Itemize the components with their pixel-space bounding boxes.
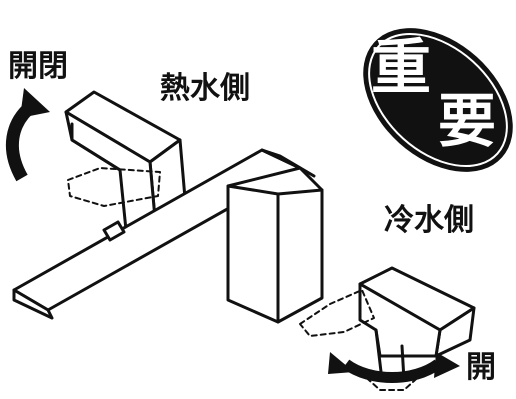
important-badge — [363, 28, 513, 172]
hot-handle-rotated-outline — [67, 167, 161, 207]
swing-arrow-icon — [328, 352, 460, 383]
rotate-arrow-icon — [5, 88, 50, 182]
open-label: 開 — [466, 350, 496, 385]
faucet-body — [102, 166, 324, 324]
hot-water-side-label: 熱水側 — [160, 71, 250, 106]
badge-char-2: 要 — [438, 87, 497, 155]
cold-water-side-label: 冷水側 — [384, 203, 474, 238]
badge-char-1: 重 — [371, 33, 431, 103]
cold-handle-down-outline — [359, 371, 425, 391]
cold-handle-rotated-outline — [299, 289, 375, 337]
cold-water-handle — [358, 266, 476, 382]
open-close-label: 開閉 — [8, 49, 68, 84]
